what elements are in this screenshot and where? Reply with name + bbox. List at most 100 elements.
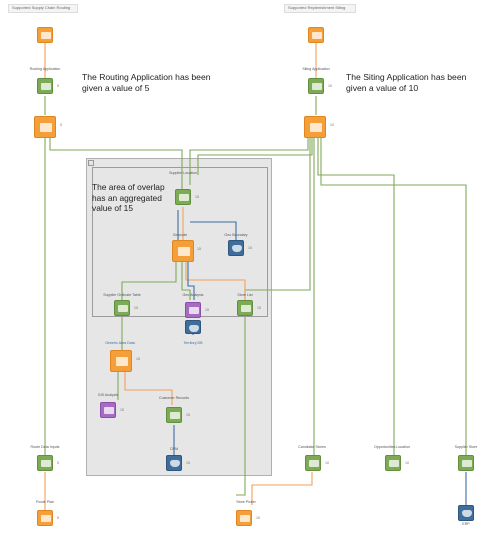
overlap-inner-group <box>92 167 268 317</box>
application-icon <box>41 460 51 467</box>
application-icon <box>309 460 319 467</box>
routing-top-node[interactable] <box>37 27 53 43</box>
siting-application-node[interactable] <box>308 78 324 94</box>
geo-analysis-node[interactable] <box>185 302 201 318</box>
geo-boundary-label: Geo Boundary <box>224 233 248 237</box>
supplier-store-node[interactable] <box>458 455 474 471</box>
process-icon <box>40 123 52 132</box>
application-icon <box>389 460 399 467</box>
geo-analysis-value: 15 <box>205 308 209 312</box>
edge-geocode-to-supplier-ordinate <box>121 262 177 300</box>
customer-records-node[interactable] <box>166 407 182 423</box>
gis-analysis-node[interactable] <box>100 402 116 418</box>
crm-value: 15 <box>186 461 190 465</box>
application-icon <box>241 305 251 312</box>
candidate-stores-node[interactable] <box>305 455 321 471</box>
generic-area-data-value: 15 <box>136 357 140 361</box>
gis-analysis-value: 15 <box>120 408 124 412</box>
capability-icon <box>240 515 250 522</box>
supplier-ordinate-label: Supplier Ordinate Table <box>103 293 141 297</box>
opportunities-location-value: 10 <box>405 461 409 465</box>
store-picker-value: 10 <box>256 516 260 520</box>
erp-node[interactable] <box>458 505 474 521</box>
geo-boundary-node[interactable] <box>228 240 244 256</box>
route-data-label: Route Data Inputs <box>30 445 60 449</box>
siting-decision-node[interactable] <box>304 116 326 138</box>
analysis-icon <box>189 307 199 314</box>
application-icon <box>312 83 322 90</box>
customer-records-label: Customer Records <box>159 396 189 400</box>
routing-decision-node[interactable] <box>34 116 56 138</box>
crm-label: CRM <box>169 447 179 451</box>
application-icon <box>118 305 128 312</box>
edge-generic-to-customer <box>124 370 173 405</box>
capability-icon <box>41 515 51 522</box>
edge-siting-to-store-list <box>244 138 311 300</box>
store-list-value: 15 <box>257 306 261 310</box>
annotation-overlap: The area of overlap has an aggregated va… <box>92 182 165 213</box>
candidate-stores-label: Candidate Stores <box>298 445 326 449</box>
supplier-ordinate-node[interactable] <box>114 300 130 316</box>
opportunities-location-node[interactable] <box>385 455 401 471</box>
header-left-title: Supported Supply Chain Routing <box>8 4 78 13</box>
database-icon <box>232 245 242 252</box>
edge-siting-to-supplier-location <box>189 138 309 185</box>
process-icon <box>178 247 190 256</box>
generic-area-data-node[interactable] <box>110 350 132 372</box>
routing-application-value: 5 <box>57 84 59 88</box>
candidate-stores-value: 10 <box>325 461 329 465</box>
supplier-store-label: Supplier Store <box>454 445 478 449</box>
edge-route-plan-to-candidate <box>251 472 313 505</box>
geocode-node[interactable] <box>172 240 194 262</box>
database-icon <box>189 325 199 332</box>
routing-application-node[interactable] <box>37 78 53 94</box>
geocode-label: Geocode <box>172 233 188 237</box>
route-plan-left-value: 5 <box>57 516 59 520</box>
database-icon <box>170 460 180 467</box>
edge-siting-to-opportunities <box>317 138 395 455</box>
routing-decision-value: 5 <box>60 123 62 127</box>
siting-top-node[interactable] <box>308 27 324 43</box>
header-right-title: Supported Replenishment Siting <box>284 4 356 13</box>
store-picker-node[interactable] <box>236 510 252 526</box>
store-list-node[interactable] <box>237 300 253 316</box>
supplier-ordinate-value: 15 <box>134 306 138 310</box>
erp-label: ERP <box>462 522 470 526</box>
application-icon <box>170 412 180 419</box>
analysis-icon <box>104 407 114 414</box>
overlap-area-box <box>86 158 272 476</box>
edge-siting-to-supplier-store <box>320 138 467 455</box>
crm-node[interactable] <box>166 455 182 471</box>
edge-store-list-to-route-plan <box>236 317 246 496</box>
store-picker-label: Store Picker <box>236 500 256 504</box>
geo-analysis-label: Geo Analysis <box>182 293 204 297</box>
annotation-routing: The Routing Application has been given a… <box>82 72 211 93</box>
overlap-area-toggle[interactable]: − <box>88 160 94 166</box>
process-icon <box>310 123 322 132</box>
territory-db-node[interactable] <box>185 320 201 334</box>
supplier-location-node[interactable] <box>175 189 191 205</box>
database-icon <box>462 510 472 517</box>
route-data-node[interactable] <box>37 455 53 471</box>
edge-geo-boundary-to-supplier-location <box>190 221 237 240</box>
territory-db-label: Territory DB <box>183 341 203 345</box>
route-plan-left-node[interactable] <box>37 510 53 526</box>
capability-icon <box>41 32 51 39</box>
supplier-location-label: Supplier Location <box>169 171 197 175</box>
routing-application-label: Routing Application <box>29 67 61 71</box>
edge-siting-to-overlap-b <box>197 138 313 175</box>
geocode-value: 15 <box>197 247 201 251</box>
route-data-value: 5 <box>57 461 59 465</box>
annotation-siting: The Siting Application has been given a … <box>346 72 467 93</box>
siting-decision-value: 10 <box>330 123 334 127</box>
geo-boundary-value: 15 <box>248 246 252 250</box>
edge-geocode-to-geo-analysis <box>181 262 191 300</box>
edge-routing-to-supplier-location <box>49 138 183 190</box>
edge-geo-analysis-to-geocode <box>187 262 195 300</box>
route-plan-left-label: Route Plan <box>36 500 54 504</box>
supplier-location-value: 15 <box>195 195 199 199</box>
generic-area-data-label: Generic Area Data <box>105 341 135 345</box>
application-icon <box>462 460 472 467</box>
